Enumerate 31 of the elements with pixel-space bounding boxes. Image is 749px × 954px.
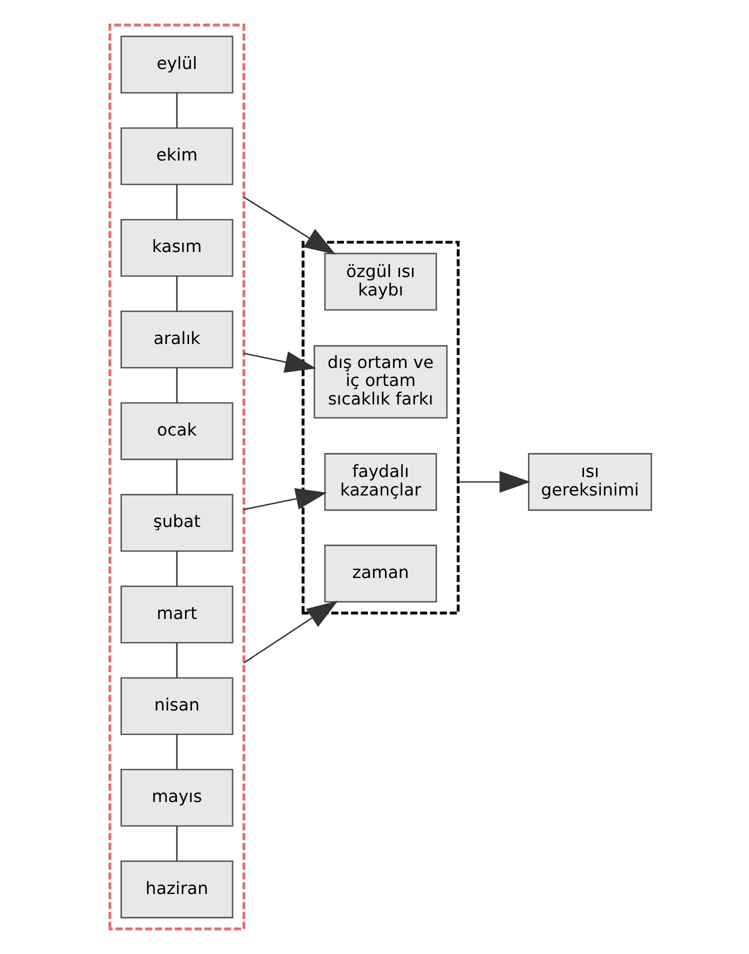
node-box: faydalı kazançlar bbox=[324, 453, 437, 511]
node-box: mart bbox=[120, 586, 233, 644]
node-box: ocak bbox=[120, 402, 233, 460]
node-box: aralık bbox=[120, 310, 233, 368]
cluster bbox=[301, 240, 460, 614]
connector bbox=[176, 551, 178, 586]
node-box: şubat bbox=[120, 494, 233, 552]
node-box: haziran bbox=[120, 860, 233, 918]
connector bbox=[176, 642, 178, 678]
connector bbox=[176, 459, 178, 495]
node-box: ekim bbox=[120, 127, 233, 186]
node-box: dış ortam ve iç ortam sıcaklık farkı bbox=[313, 345, 448, 418]
connector bbox=[176, 826, 178, 862]
node-box: ısı gereksinimi bbox=[527, 453, 652, 511]
node-box: mayıs bbox=[120, 768, 233, 827]
node-box: nisan bbox=[120, 677, 233, 736]
node-box: zaman bbox=[324, 544, 437, 602]
connector bbox=[176, 734, 178, 770]
connector bbox=[176, 92, 178, 128]
arrow bbox=[243, 352, 316, 373]
connector bbox=[176, 184, 178, 220]
arrow bbox=[243, 488, 326, 510]
node-box: eylül bbox=[120, 36, 233, 94]
cluster bbox=[108, 24, 245, 930]
arrow bbox=[458, 471, 530, 493]
node-box: kasım bbox=[120, 218, 233, 277]
connector bbox=[176, 368, 178, 403]
connector bbox=[176, 276, 178, 312]
arrow bbox=[243, 196, 336, 254]
arrow bbox=[242, 600, 338, 664]
node-box: özgül ısı kaybı bbox=[324, 252, 437, 311]
